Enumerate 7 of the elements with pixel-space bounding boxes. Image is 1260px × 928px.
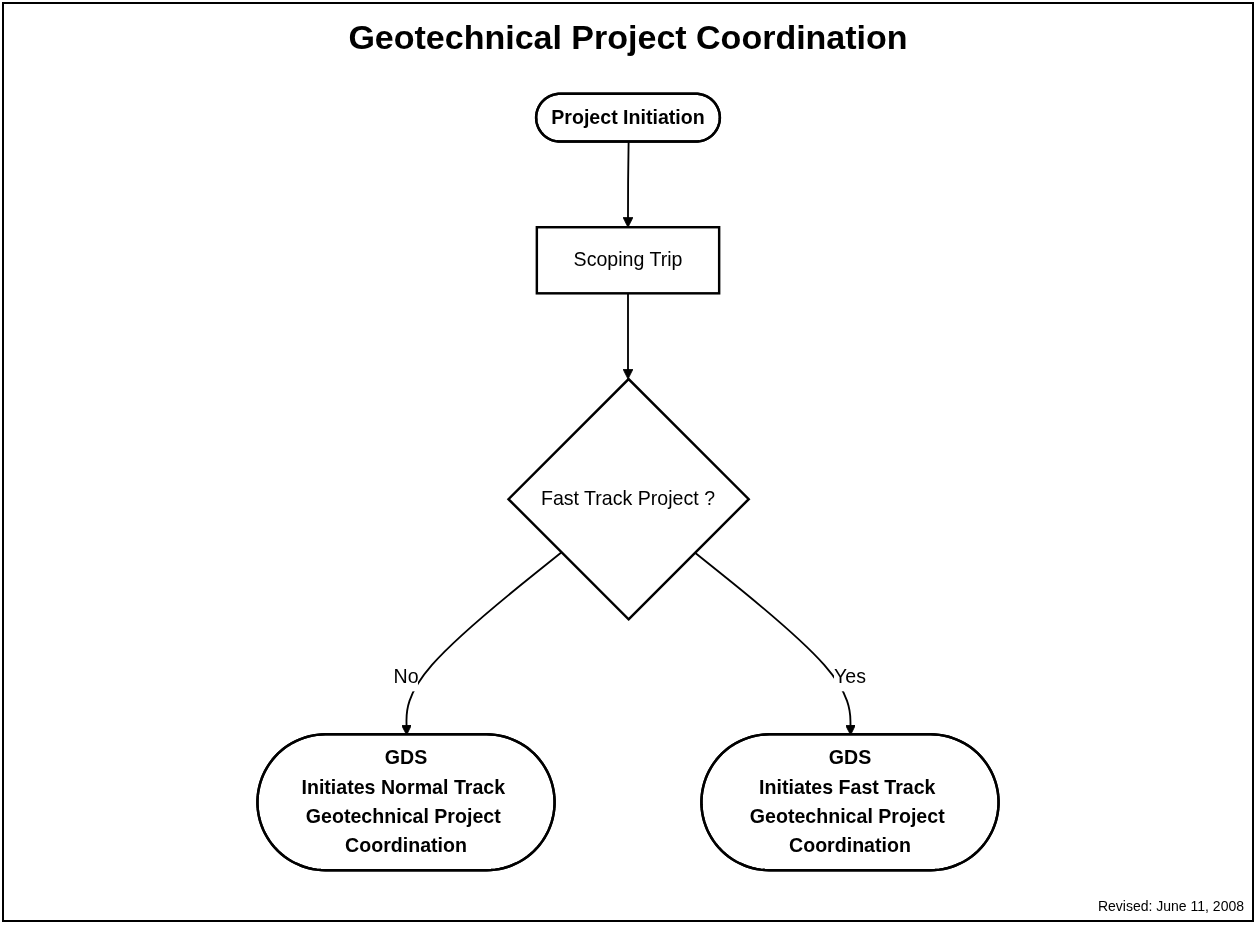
diagram-title: Geotechnical Project Coordination xyxy=(348,18,908,57)
node-diamond: Fast Track Project ? xyxy=(506,377,751,621)
arrow xyxy=(622,141,634,228)
edge-label: Yes xyxy=(834,665,866,687)
node-box: Scoping Trip xyxy=(535,226,721,295)
revision-note: Revised: June 11, 2008 xyxy=(1097,898,1244,914)
edge-label: No xyxy=(393,665,419,687)
